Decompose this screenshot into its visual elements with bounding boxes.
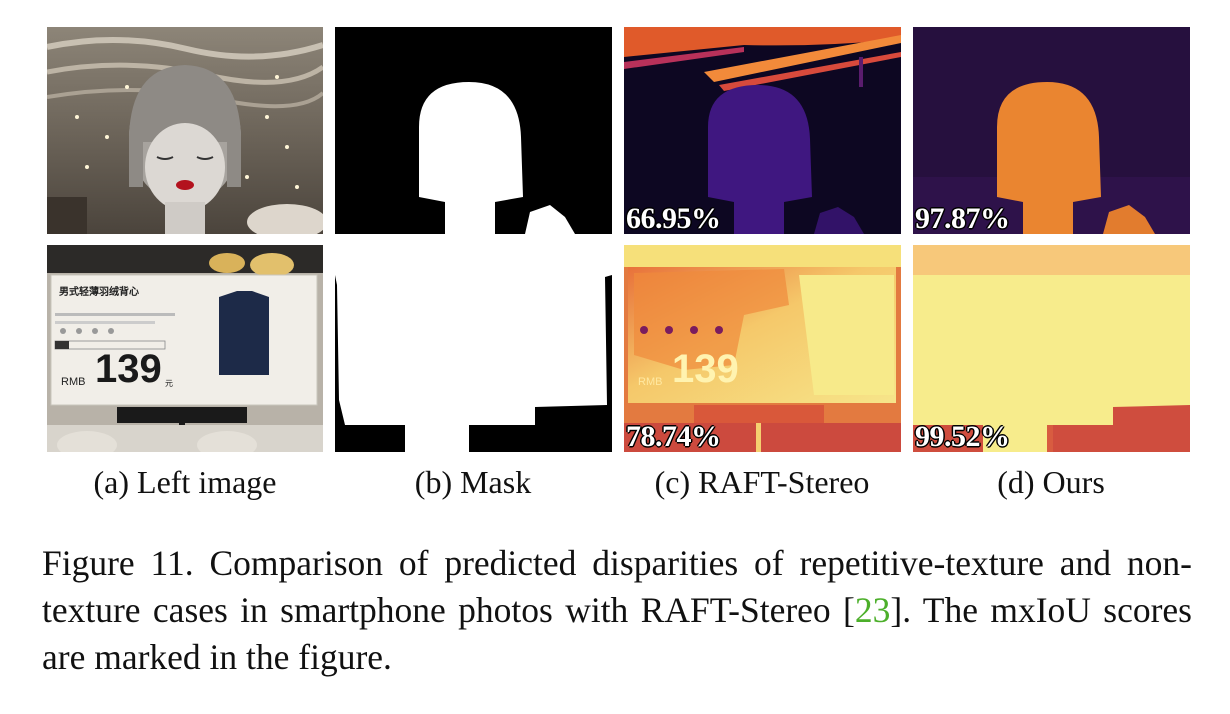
ours-disparity-mannequin: 97.87% — [913, 27, 1190, 234]
price-tag-title: 男式轻薄羽绒背心 — [59, 287, 139, 298]
raft-score-row1: 66.95% — [626, 202, 721, 234]
ours-score-row1: 97.87% — [915, 202, 1010, 234]
subcaption-raft-stereo: (c) RAFT-Stereo — [654, 464, 870, 500]
caption-text-2: ]. The mxIoU scores are marked in the fi… — [42, 590, 1193, 677]
ours-score-row2: 99.52% — [915, 420, 1010, 452]
figure-caption: Figure 11. Comparison of predicted dispa… — [42, 540, 1192, 681]
ours-disparity-price-tag: 99.52% — [913, 245, 1190, 452]
price-value: 139 — [95, 347, 162, 391]
raft-score-row2: 78.74% — [626, 420, 721, 452]
raft-stereo-disparity-price-tag: RMB 139 78.74% — [624, 245, 901, 452]
mask-price-tag — [335, 245, 612, 452]
subcaption-mask: (b) Mask — [414, 464, 532, 500]
price-currency: RMB — [61, 376, 86, 388]
caption-text-1: Figure 11. Comparison of predicted dispa… — [42, 543, 1192, 630]
left-image-mannequin — [47, 27, 323, 234]
subcaption-left-image: (a) Left image — [93, 464, 277, 500]
raft-stereo-disparity-mannequin: 66.95% — [624, 27, 901, 234]
left-image-price-tag: 男式轻薄羽绒背心 RMB 139 元 — [47, 245, 323, 452]
price-suffix: 元 — [165, 379, 173, 388]
subcaption-ours: (d) Ours — [997, 464, 1105, 500]
mask-mannequin — [335, 27, 612, 234]
raft-tag-currency: RMB — [638, 376, 663, 388]
raft-tag-price: 139 — [672, 347, 739, 391]
citation-link[interactable]: 23 — [854, 590, 891, 630]
